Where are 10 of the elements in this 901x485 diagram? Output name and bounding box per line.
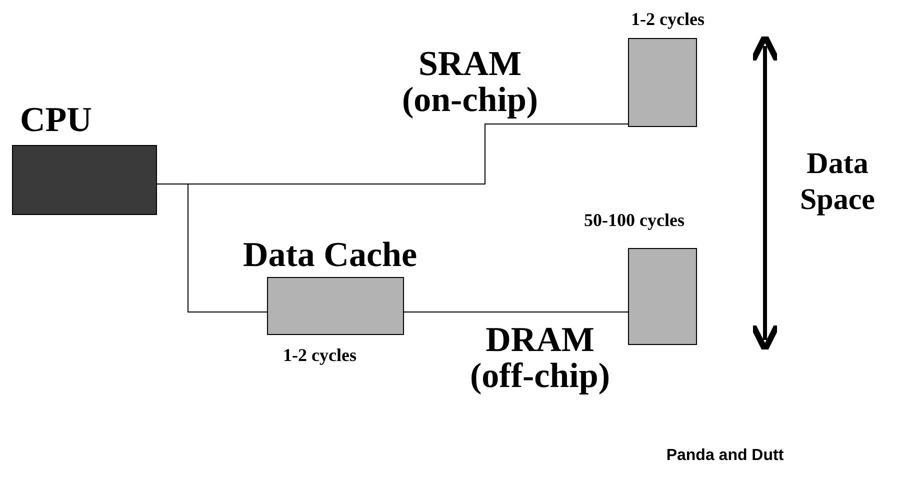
connector-line xyxy=(156,184,268,312)
cycle-count: 50-100 cycles xyxy=(584,210,684,230)
source-credit: Panda and Dutt xyxy=(665,446,785,466)
cycle-count: 1-2 cycles xyxy=(631,9,704,29)
cycle-count: 1-2 cycles xyxy=(283,345,356,365)
node-label: SRAM (on-chip) xyxy=(400,46,540,118)
node-label: DRAM (off-chip) xyxy=(469,322,611,394)
node-label: CPU xyxy=(20,102,93,138)
node-label: Data Cache xyxy=(242,237,418,273)
axis-label: Data Space xyxy=(799,146,876,218)
